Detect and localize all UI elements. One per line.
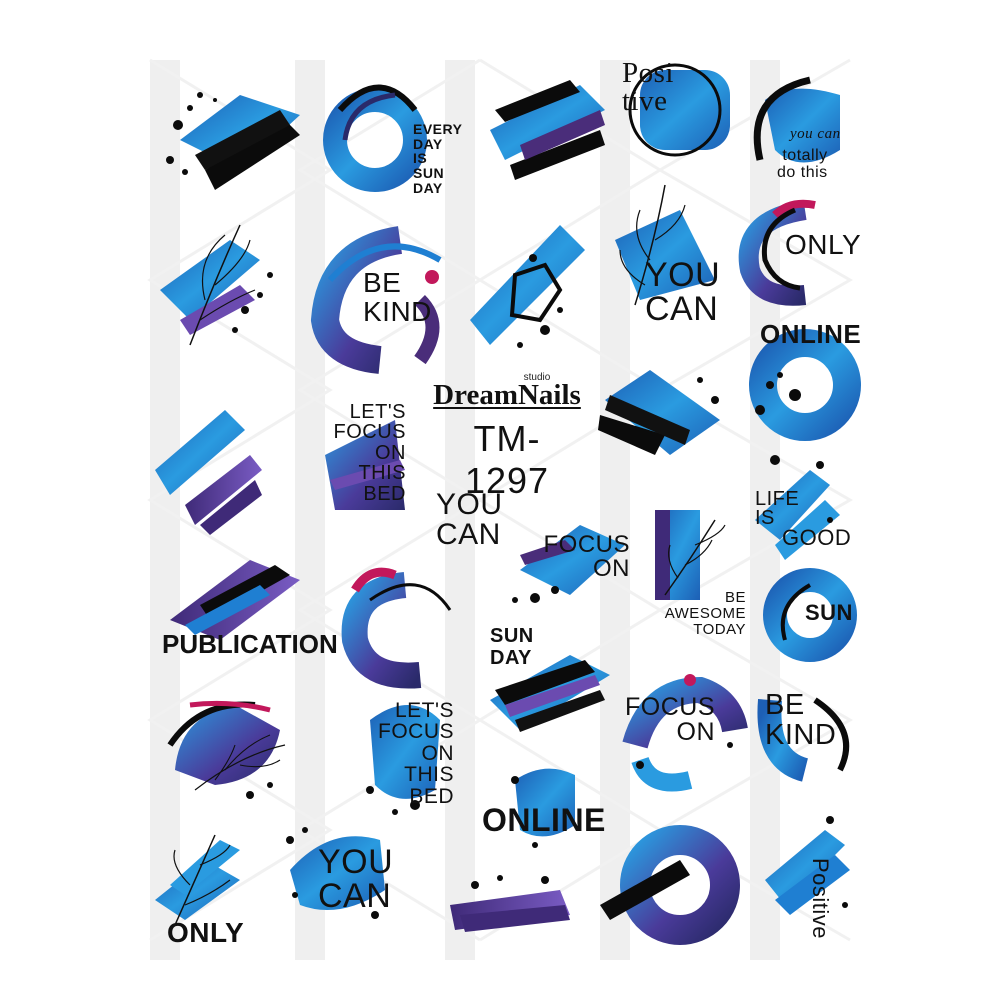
brand-studio: studio bbox=[523, 372, 551, 383]
sticker-18-brush bbox=[170, 560, 300, 640]
sticker-24-blob bbox=[511, 768, 575, 848]
text-you-can-top: YOU CAN bbox=[645, 256, 721, 328]
text-positive: Posi tive bbox=[622, 57, 674, 117]
sticker-17-leaf bbox=[655, 510, 726, 600]
text-be-awesome-today: BE AWESOME TODAY bbox=[664, 589, 746, 638]
sticker-21-circle bbox=[763, 568, 857, 662]
text-life-is: LIFE IS bbox=[755, 488, 800, 529]
sticker-4-blob bbox=[628, 63, 730, 157]
sticker-5-blob bbox=[753, 76, 840, 163]
text-be-kind-low: BE KIND bbox=[765, 689, 837, 752]
sticker-12-brush bbox=[325, 420, 405, 510]
sticker-8-brush bbox=[470, 225, 585, 348]
product-code: TM-1297 bbox=[464, 418, 550, 501]
text-you-can-mid: YOU CAN bbox=[436, 488, 503, 551]
text-positive-vertical: Positive bbox=[808, 858, 833, 940]
text-online-low: ONLINE bbox=[482, 802, 606, 838]
text-every-day-is-sunday: EVERY DAY IS SUN DAY bbox=[413, 121, 463, 196]
brand-name: DreamNails bbox=[433, 379, 581, 411]
sticker-15-brush bbox=[755, 455, 840, 560]
sticker-13-brush bbox=[598, 370, 720, 455]
sticker-11-stripes bbox=[155, 410, 262, 535]
text-you-can-small: you can bbox=[790, 126, 841, 142]
text-sun: SUN bbox=[805, 600, 853, 625]
text-online-top: ONLINE bbox=[760, 319, 862, 349]
sticker-6-leaf bbox=[160, 224, 273, 346]
text-totally-do-this: totally do this bbox=[777, 147, 828, 181]
sticker-2-circle bbox=[323, 84, 427, 192]
sticker-25-circle bbox=[622, 674, 748, 792]
sticker-9-leaf bbox=[615, 184, 715, 306]
text-good: GOOD bbox=[782, 525, 852, 550]
sticker-7-arc bbox=[310, 226, 442, 374]
sticker-19-arc bbox=[341, 567, 452, 689]
sticker-10-ring bbox=[738, 199, 816, 306]
sticker-30-circle bbox=[600, 825, 740, 945]
text-focus-on-low: FOCUS ON bbox=[625, 693, 715, 746]
text-only-top: ONLY bbox=[785, 229, 862, 260]
sticker-31-brush bbox=[765, 816, 850, 915]
sticker-29-brush bbox=[450, 875, 570, 932]
text-sunday: SUN DAY bbox=[490, 625, 534, 669]
text-you-can-low: YOU CAN bbox=[318, 843, 394, 915]
sticker-20-brush bbox=[490, 655, 610, 732]
watermark-pattern bbox=[147, 58, 853, 960]
text-publication: PUBLICATION bbox=[162, 629, 338, 659]
sticker-3-brush bbox=[490, 80, 605, 180]
sticker-1-brush bbox=[166, 92, 300, 190]
text-only-low: ONLY bbox=[167, 917, 245, 948]
sticker-27-leaf bbox=[155, 834, 240, 926]
brand-block: studio DreamNails TM-1297 bbox=[432, 372, 582, 502]
sticker-28-brush bbox=[286, 827, 385, 919]
text-focus-on-mid: FOCUS ON bbox=[543, 531, 630, 582]
text-lets-focus-low: LET'S FOCUS ON THIS BED bbox=[378, 699, 454, 808]
sticker-16-brush bbox=[512, 525, 625, 603]
sticker-26-arc bbox=[757, 697, 850, 782]
text-lets-focus-top: LET'S FOCUS ON THIS BED bbox=[333, 401, 406, 505]
sticker-22-leaf bbox=[167, 700, 286, 799]
sticker-14-circle bbox=[749, 329, 861, 441]
sticker-23-brush bbox=[366, 705, 440, 815]
text-be-kind-top: BE KIND bbox=[363, 267, 432, 328]
